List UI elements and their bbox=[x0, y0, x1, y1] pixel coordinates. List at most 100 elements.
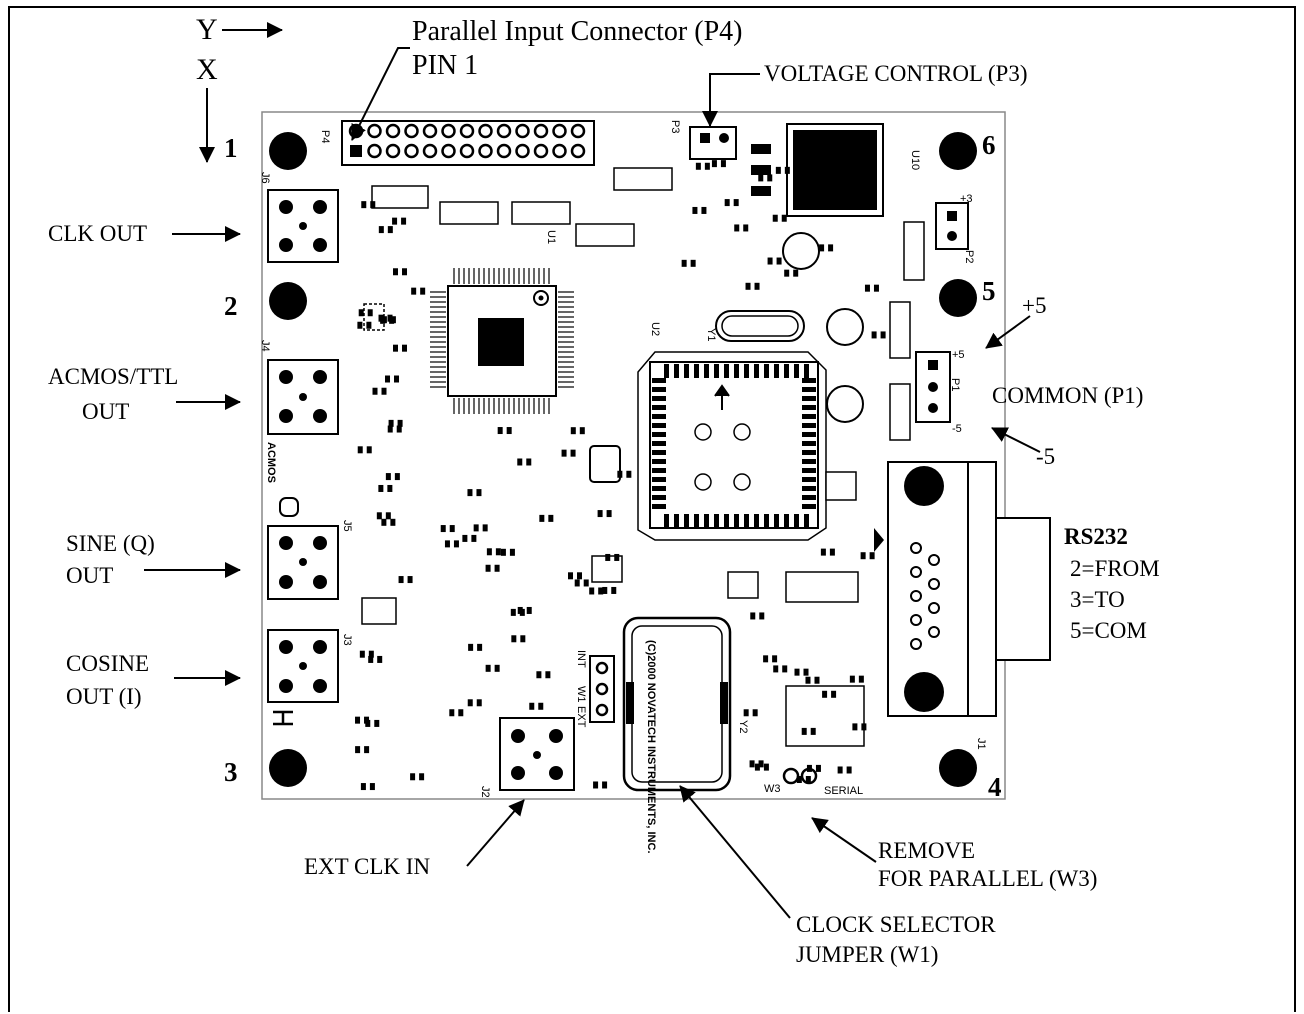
smd-component bbox=[485, 664, 500, 672]
callout-arrows bbox=[144, 22, 1041, 919]
db9-pin bbox=[928, 626, 940, 638]
p4-pin bbox=[404, 123, 419, 139]
smd-component bbox=[745, 282, 760, 290]
p4-pin bbox=[515, 143, 530, 159]
p4-pin bbox=[404, 143, 419, 159]
label-copyright: (C)2000 NOVATECH INSTRUMENTS, INC. bbox=[645, 640, 657, 854]
plcc-lead bbox=[652, 450, 666, 455]
smd-component bbox=[724, 199, 739, 207]
jumper-w1 bbox=[589, 655, 615, 723]
plcc-lead bbox=[784, 514, 789, 528]
smd-component bbox=[393, 268, 408, 276]
smd-component bbox=[357, 446, 372, 454]
plcc-lead bbox=[802, 477, 816, 482]
smd-component bbox=[497, 427, 512, 435]
plcc-lead bbox=[664, 364, 669, 378]
callout-sine-line1: SINE (Q) bbox=[66, 531, 155, 556]
callout-minus5: -5 bbox=[1036, 444, 1056, 469]
smd-component bbox=[467, 489, 482, 497]
label-j5: J5 bbox=[341, 520, 353, 532]
smd-component bbox=[539, 514, 554, 522]
chip-u2 bbox=[637, 351, 827, 541]
db9-pin bbox=[910, 614, 922, 626]
plcc-lead bbox=[652, 477, 666, 482]
smd-component bbox=[743, 709, 758, 717]
db9-connector-j1 bbox=[874, 461, 1051, 717]
p4-pin bbox=[459, 123, 475, 139]
smd-component bbox=[440, 525, 455, 533]
plcc-lead bbox=[744, 364, 749, 378]
plcc-lead bbox=[652, 378, 666, 383]
p4-pin bbox=[570, 143, 586, 159]
p4-pin bbox=[385, 143, 401, 159]
plcc-lead bbox=[664, 514, 669, 528]
callout-remove-line2: FOR PARALLEL (W3) bbox=[878, 866, 1098, 891]
axis-y-label: Y bbox=[196, 13, 218, 46]
smd-component bbox=[500, 548, 515, 556]
page-frame bbox=[8, 6, 1296, 1012]
smd-component bbox=[822, 690, 837, 698]
smd-component bbox=[392, 344, 407, 352]
smd-component bbox=[681, 259, 696, 267]
label-w3: W3 bbox=[764, 783, 781, 795]
label-minus5: -5 bbox=[952, 423, 962, 435]
smd-component bbox=[411, 287, 426, 295]
smd-component bbox=[864, 284, 879, 292]
plcc-lead bbox=[802, 459, 816, 464]
smd-component bbox=[462, 534, 477, 542]
smd-component bbox=[392, 217, 407, 225]
plcc-lead bbox=[694, 364, 699, 378]
plcc-lead bbox=[724, 514, 729, 528]
callout-pin1: PIN 1 bbox=[412, 50, 479, 81]
smd-component bbox=[358, 309, 373, 317]
corner-label-4: 4 bbox=[988, 772, 1002, 802]
plcc-lead bbox=[802, 405, 816, 410]
mounting-holes bbox=[269, 132, 977, 787]
p4-pin bbox=[533, 143, 549, 159]
plcc-lead bbox=[652, 387, 666, 392]
plcc-lead bbox=[764, 514, 769, 528]
plcc-lead bbox=[794, 364, 799, 378]
label-p1: P1 bbox=[949, 378, 961, 391]
plcc-lead bbox=[774, 514, 779, 528]
plcc-lead bbox=[802, 450, 816, 455]
smd-component bbox=[378, 484, 393, 492]
db9-pin bbox=[910, 542, 922, 554]
smd-component bbox=[833, 178, 848, 186]
plcc-lead bbox=[704, 364, 709, 378]
plcc-lead bbox=[774, 364, 779, 378]
callout-remove-line1: REMOVE bbox=[878, 838, 976, 863]
db9-pin bbox=[928, 554, 940, 566]
p4-pin bbox=[478, 123, 493, 139]
plcc-lead bbox=[652, 423, 666, 428]
plcc-lead bbox=[652, 432, 666, 437]
plcc-lead bbox=[802, 468, 816, 473]
smd-component bbox=[772, 214, 787, 222]
sma-connector-j3 bbox=[267, 629, 339, 726]
callout-sine-line2: OUT bbox=[66, 563, 114, 588]
smd-component bbox=[695, 162, 710, 170]
label-j2: J2 bbox=[479, 786, 491, 798]
smd-component bbox=[593, 781, 608, 789]
p4-pin bbox=[570, 123, 586, 139]
callout-clk-out: CLK OUT bbox=[48, 221, 148, 246]
smd-component bbox=[794, 668, 809, 676]
smd-component bbox=[486, 548, 501, 556]
callout-rs232-line1: 2=FROM bbox=[1070, 556, 1160, 581]
plcc-lead bbox=[694, 514, 699, 528]
sma-connector-j4 bbox=[267, 359, 339, 435]
plcc-lead bbox=[714, 364, 719, 378]
label-u2: U2 bbox=[649, 322, 661, 336]
p4-pin bbox=[552, 123, 567, 139]
p4-pin bbox=[367, 143, 382, 159]
plcc-lead bbox=[684, 514, 689, 528]
callout-rs232-line3: 5=COM bbox=[1070, 618, 1147, 643]
smd-component bbox=[473, 524, 488, 532]
smd-component bbox=[468, 643, 483, 651]
callout-acmos-line1: ACMOS/TTL bbox=[48, 364, 179, 389]
db9-pin bbox=[910, 566, 922, 578]
plcc-lead bbox=[802, 378, 816, 383]
callout-acmos-line2: OUT bbox=[82, 399, 130, 424]
smd-component bbox=[444, 540, 459, 548]
